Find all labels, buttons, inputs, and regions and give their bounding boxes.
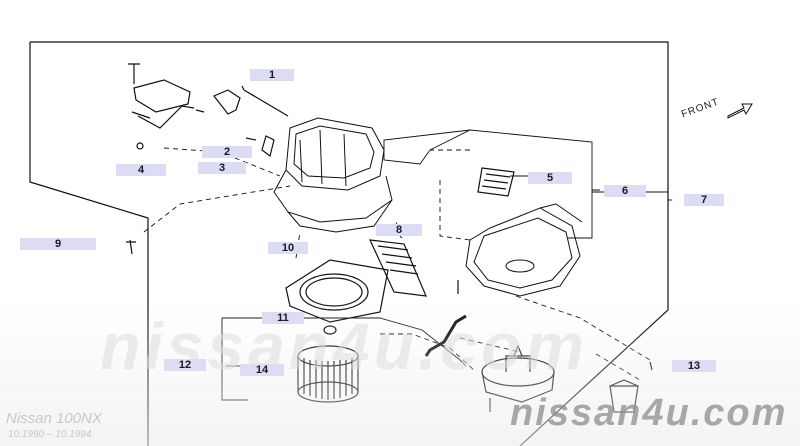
part-label-13[interactable]: 13 [672,360,716,372]
filter-5 [477,167,515,197]
model-caption: Nissan 100NX [6,410,102,427]
lever-3 [245,135,275,158]
part-label-12[interactable]: 12 [164,359,206,371]
part-label-1[interactable]: 1 [250,69,294,81]
part-label-10[interactable]: 10 [268,242,308,254]
front-arrow [727,103,753,119]
part-label-4[interactable]: 4 [116,164,166,176]
background-fade [0,300,800,446]
blower-housing [273,117,393,233]
watermark-small: nissan4u.com [510,392,788,434]
part-label-6[interactable]: 6 [604,185,646,197]
part-label-7[interactable]: 7 [684,194,724,206]
lever-2 [195,89,241,115]
part-label-8[interactable]: 8 [376,224,422,236]
screw-9 [126,239,136,255]
years-caption: 10.1990 – 10.1994 [8,429,92,440]
part-label-14[interactable]: 14 [240,364,284,376]
lower-case [465,203,583,297]
actuator-4 [128,63,195,150]
part-label-11[interactable]: 11 [262,312,304,324]
watermark-large: nissan4u.com [100,309,589,383]
part-label-9[interactable]: 9 [20,238,96,250]
plate-8 [369,239,427,297]
part-label-2[interactable]: 2 [202,146,252,158]
link-rod-1 [241,85,289,117]
part-label-3[interactable]: 3 [198,162,246,174]
part-label-5[interactable]: 5 [528,172,572,184]
